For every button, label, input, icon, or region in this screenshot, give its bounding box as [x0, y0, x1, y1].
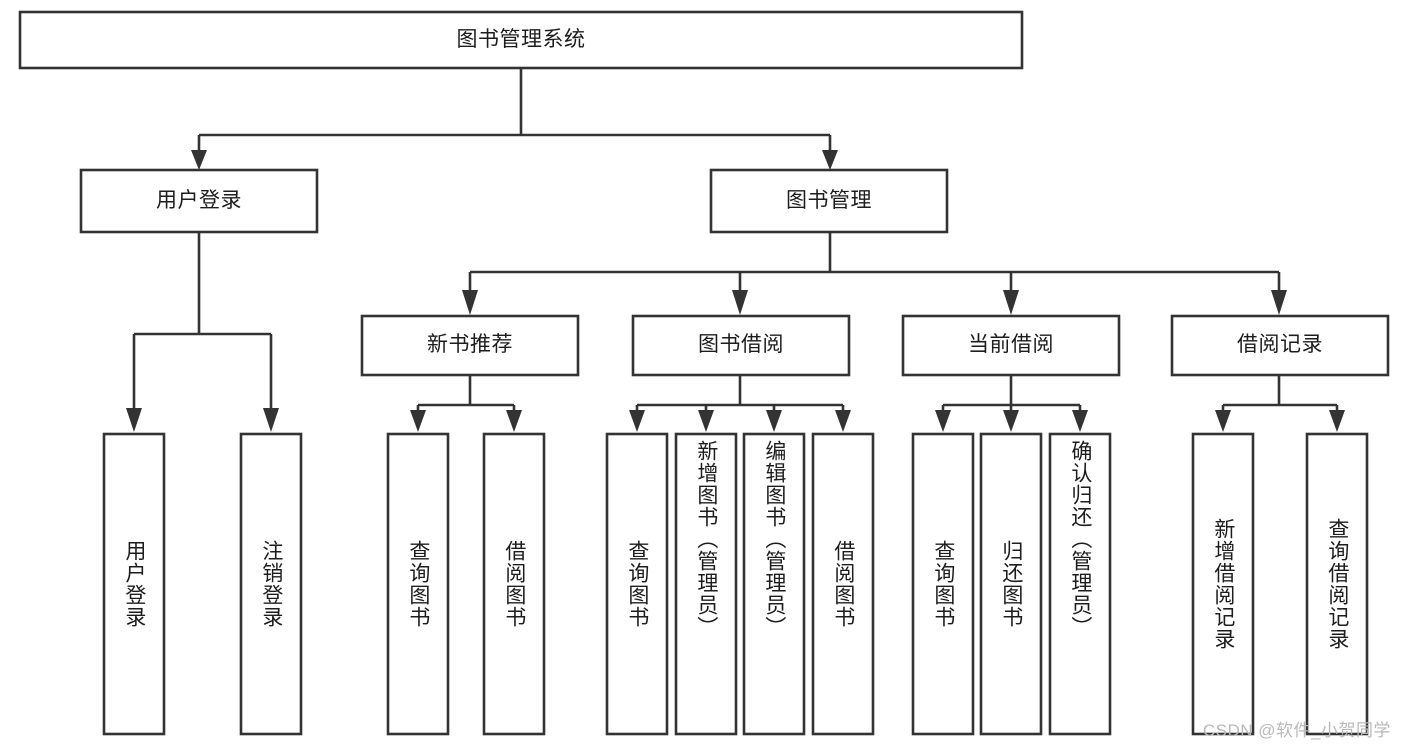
arrow-head-book-management: [822, 150, 838, 170]
node-rect-leaf-borrow-book-1[interactable]: [482, 432, 546, 736]
arrow-head-leaf-query-book-1: [410, 410, 426, 432]
arrow-head-leaf-borrow-book-2: [835, 410, 851, 432]
node-rect-leaf-return-book[interactable]: [979, 432, 1043, 736]
node-rect-leaf-query-record[interactable]: [1305, 432, 1369, 736]
node-rect-leaf-edit-book[interactable]: [742, 432, 806, 736]
arrow-head-user-login: [191, 150, 207, 170]
arrow-head-borrow-record: [1271, 290, 1287, 315]
arrow-head-leaf-query-book-2: [629, 410, 645, 432]
node-rect-leaf-query-book-1[interactable]: [386, 432, 450, 736]
arrow-head-leaf-logout-login: [263, 408, 279, 432]
node-rect-new-book-recommend[interactable]: [360, 314, 580, 377]
node-rect-leaf-confirm-return[interactable]: [1048, 432, 1112, 736]
arrow-head-leaf-user-login: [126, 408, 142, 432]
arrow-head-leaf-query-book-3: [935, 410, 951, 432]
node-rect-current-borrow[interactable]: [901, 314, 1121, 377]
node-rect-leaf-add-book[interactable]: [674, 432, 738, 736]
watermark-text: CSDN @软件_小贺同学: [1202, 721, 1391, 740]
node-rect-leaf-query-book-3[interactable]: [911, 432, 975, 736]
node-rect-root[interactable]: [18, 10, 1024, 70]
arrow-head-current-borrow: [1003, 290, 1019, 315]
node-rect-book-borrow[interactable]: [631, 314, 851, 377]
node-rect-user-login[interactable]: [79, 168, 319, 234]
node-rect-leaf-logout-login[interactable]: [239, 432, 303, 736]
node-rect-borrow-record[interactable]: [1170, 314, 1390, 377]
node-rect-book-management[interactable]: [709, 168, 949, 234]
arrow-head-leaf-edit-book: [766, 410, 782, 432]
node-rect-leaf-add-record[interactable]: [1191, 432, 1255, 736]
node-rect-leaf-query-book-2[interactable]: [605, 432, 669, 736]
arrow-head-new-book-recommend: [462, 290, 478, 315]
arrow-head-leaf-return-book: [1003, 410, 1019, 432]
arrow-head-leaf-add-record: [1215, 410, 1231, 432]
node-rect-leaf-borrow-book-2[interactable]: [811, 432, 875, 736]
arrow-head-book-borrow: [732, 290, 748, 315]
arrow-head-leaf-borrow-book-1: [506, 410, 522, 432]
arrow-head-leaf-confirm-return: [1072, 410, 1088, 432]
arrow-head-leaf-query-record: [1329, 410, 1345, 432]
arrow-head-leaf-add-book: [698, 410, 714, 432]
node-rect-leaf-user-login[interactable]: [102, 432, 166, 736]
